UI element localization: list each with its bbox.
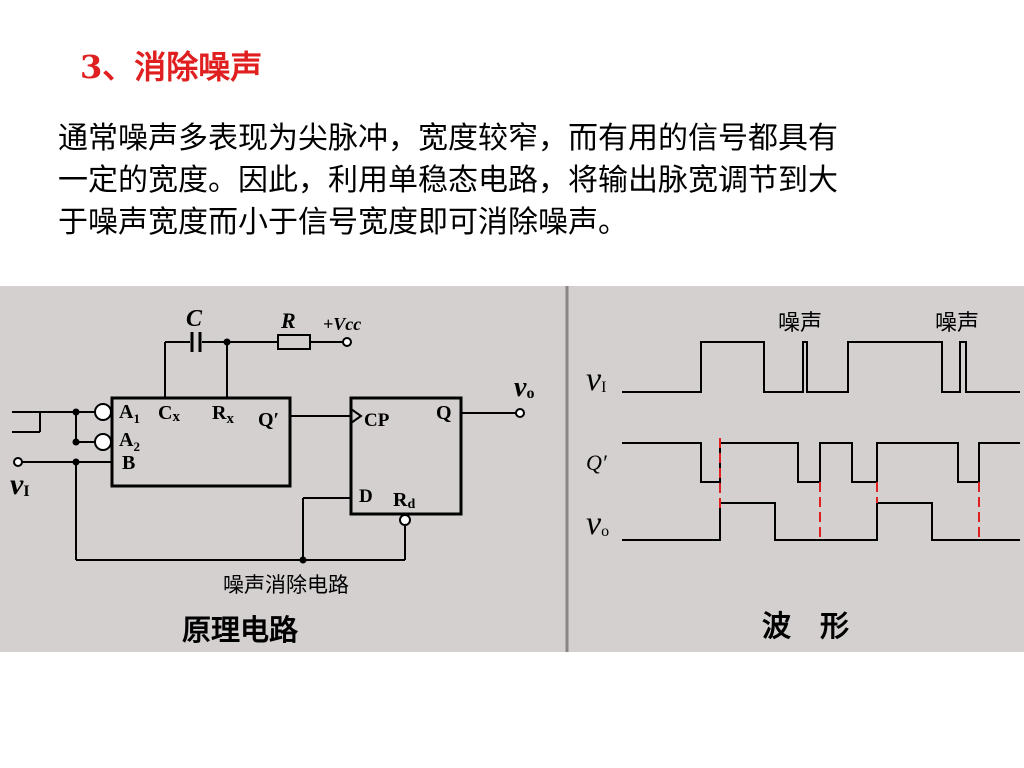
pin-cx-label: Cx [158,402,180,425]
noise-label-2: 噪声 [935,311,979,336]
waveform-labels: vI Q′ vo [586,361,609,542]
capacitor-label: C [186,306,203,332]
pin-rd-label: Rd [393,489,415,512]
vcc-label: +Vcc [323,314,361,334]
row-vo-label: vo [586,505,609,542]
row-vi-label: vI [586,361,606,398]
pin-cp-label: CP [364,410,390,431]
junction-dot [299,556,307,564]
pin-d-label: D [359,486,373,507]
input-terminal [13,457,23,467]
vo-waveform [622,502,1020,541]
timing-markers [719,438,980,540]
output-signal-label: vo [514,372,534,403]
pin-b-label: B [122,452,135,474]
noise-label-1: 噪声 [778,311,822,336]
slide-title: 3、消除噪声 [80,48,263,86]
waveform-caption: 波 形 [762,609,849,643]
body-line: 通常噪声多表现为尖脉冲，宽度较窄，而有用的信号都具有 [58,121,838,156]
pin-qprime-label: Q′ [258,409,279,431]
figure-background [0,286,1024,652]
input-signal-label: vI [10,468,30,501]
junction-dot [223,338,231,346]
block-label: 噪声消除电路 [223,573,349,597]
pin-q-label: Q [436,402,452,424]
figure: C R +Vcc A1 A2 B Cx Rx Q′ CP Q D Rd vI v… [0,286,1024,652]
flipflop-block [349,396,463,516]
qprime-waveform [622,442,1020,483]
circuit-labels: C R +Vcc A1 A2 B Cx Rx Q′ CP Q D Rd vI v… [10,306,534,512]
pin-a1-label: A1 [119,401,140,426]
junction-dot [72,458,80,466]
body-line: 一定的宽度。因此，利用单稳态电路，将输出脉宽调节到大 [58,163,838,198]
rd-inversion-bubble [399,514,411,526]
row-qprime-label: Q′ [586,450,608,475]
pin-a2-label: A2 [119,429,140,454]
pin-rx-label: Rx [212,402,234,427]
resistor-label: R [280,308,296,333]
circuit-diagram [12,332,525,564]
a1-inversion-bubble [94,403,112,421]
output-terminal [515,408,525,418]
junction-dot [72,408,80,416]
body-paragraph: 通常噪声多表现为尖脉冲，宽度较窄，而有用的信号都具有 一定的宽度。因此，利用单稳… [58,118,978,244]
junction-dot [72,438,80,446]
waveform-diagram [622,341,1020,541]
a2-inversion-bubble [94,433,112,451]
circuit-caption: 原理电路 [182,613,299,647]
vi-waveform [622,341,1020,393]
body-line: 于噪声宽度而小于信号宽度即可消除噪声。 [58,205,628,240]
vcc-terminal [342,337,352,347]
